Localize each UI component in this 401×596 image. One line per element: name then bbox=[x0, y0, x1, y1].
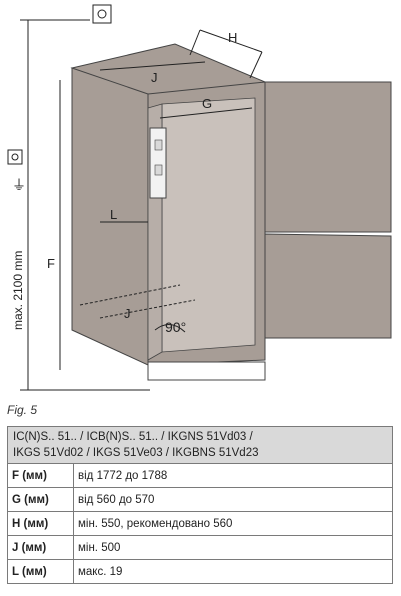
row-key: J (мм) bbox=[7, 535, 74, 560]
models-line-2: IKGS 51Vd02 / IKGS 51Ve03 / IKGBNS 51Vd2… bbox=[13, 447, 259, 459]
label-l: L bbox=[110, 207, 117, 222]
table-row: G (мм) від 560 до 570 bbox=[7, 487, 393, 512]
label-g: G bbox=[202, 96, 212, 111]
label-max-height: max. 2100 mm bbox=[11, 251, 25, 330]
label-h: H bbox=[228, 30, 237, 45]
label-angle: 90° bbox=[165, 319, 186, 335]
figure-caption: Fig. 5 bbox=[7, 403, 38, 417]
row-value: від 560 до 570 bbox=[73, 487, 393, 512]
installation-diagram: ⏚ H J G F L J 90° max. 2100 mm bbox=[7, 4, 392, 391]
models-header: IC(N)S.. 51.. / ICB(N)S.. 51.. / IKGNS 5… bbox=[7, 426, 393, 464]
table-row: H (мм) мін. 550, рекомендовано 560 bbox=[7, 511, 393, 536]
dimensions-table: IC(N)S.. 51.. / ICB(N)S.. 51.. / IKGNS 5… bbox=[7, 426, 393, 584]
row-key: G (мм) bbox=[7, 487, 74, 512]
label-j-top: J bbox=[151, 70, 158, 85]
row-value: від 1772 до 1788 bbox=[73, 463, 393, 488]
table-row: L (мм) макс. 19 bbox=[7, 559, 393, 584]
row-value: мін. 500 bbox=[73, 535, 393, 560]
label-f: F bbox=[47, 256, 55, 271]
row-value: макс. 19 bbox=[73, 559, 393, 584]
models-line-1: IC(N)S.. 51.. / ICB(N)S.. 51.. / IKGNS 5… bbox=[13, 431, 253, 443]
row-key: F (мм) bbox=[7, 463, 74, 488]
table-row: J (мм) мін. 500 bbox=[7, 535, 393, 560]
row-key: H (мм) bbox=[7, 511, 74, 536]
diagram-svg: ⏚ H J G F L J 90° max. 2100 mm bbox=[7, 4, 392, 391]
socket-icon-side bbox=[7, 149, 23, 165]
table-header-row: IC(N)S.. 51.. / ICB(N)S.. 51.. / IKGNS 5… bbox=[7, 426, 393, 464]
row-value: мін. 550, рекомендовано 560 bbox=[73, 511, 393, 536]
socket-icon bbox=[92, 4, 112, 24]
label-j-bottom: J bbox=[124, 306, 131, 321]
table-row: F (мм) від 1772 до 1788 bbox=[7, 463, 393, 488]
row-key: L (мм) bbox=[7, 559, 74, 584]
plug-icon: ⏚ bbox=[12, 177, 26, 193]
